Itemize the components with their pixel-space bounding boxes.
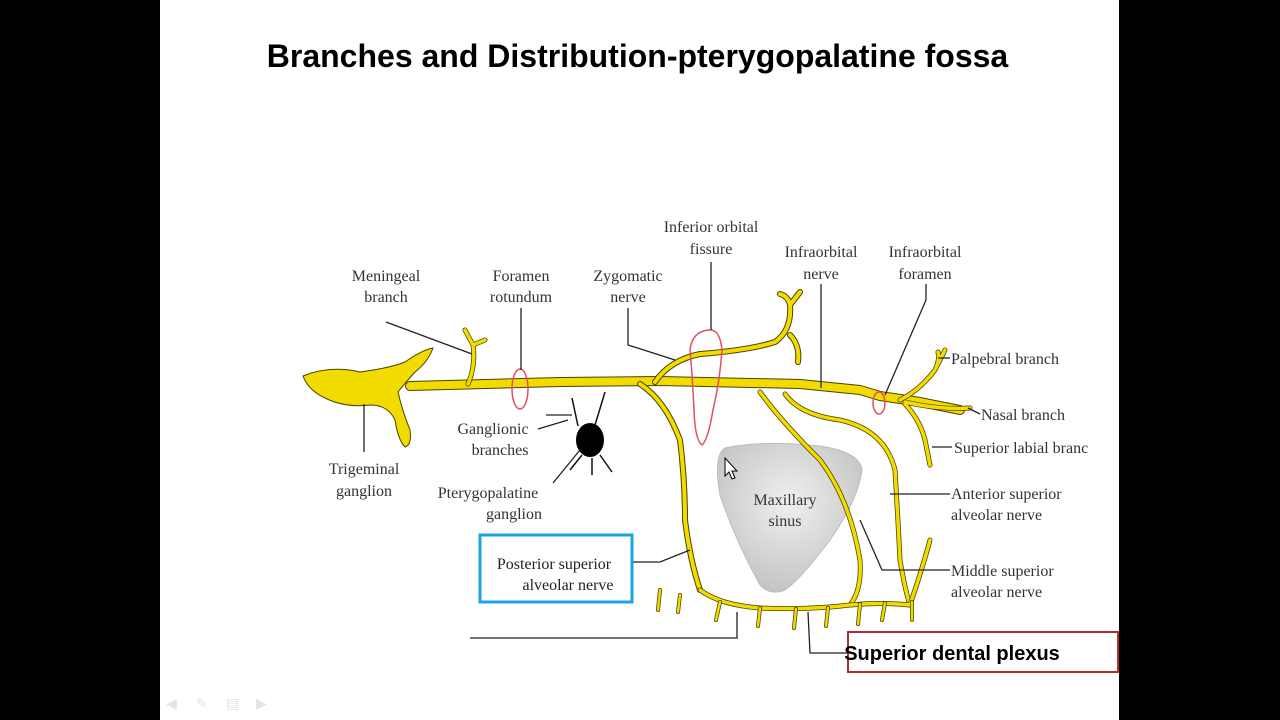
label-zygomatic-nerve-2: nerve bbox=[610, 289, 646, 306]
slide-title: Branches and Distribution-pterygopalatin… bbox=[266, 38, 1009, 74]
slide-navigation: ◀ ✎ ▤ ▶ bbox=[166, 696, 274, 710]
label-anterior-superior-alveolar-2: alveolar nerve bbox=[951, 507, 1042, 524]
label-foramen-rotundum-2: rotundum bbox=[490, 289, 553, 306]
label-inferior-orbital-fissure-2: fissure bbox=[690, 241, 733, 258]
label-ganglionic-branches-2: branches bbox=[472, 442, 529, 459]
maxillary-sinus-shape bbox=[716, 442, 863, 593]
label-nasal-branch: Nasal branch bbox=[981, 407, 1065, 424]
label-pterygopalatine-ganglion-1: Pterygopalatine bbox=[438, 485, 538, 502]
nav-back-icon[interactable]: ◀ bbox=[166, 695, 177, 711]
label-meningeal-branch-1: Meningeal bbox=[352, 268, 421, 285]
label-ganglionic-branches-1: Ganglionic bbox=[457, 421, 528, 438]
label-foramen-rotundum-1: Foramen bbox=[493, 268, 550, 285]
label-posterior-superior-alveolar-1: Posterior superior bbox=[497, 556, 612, 573]
label-infraorbital-nerve-1: Infraorbital bbox=[785, 244, 858, 261]
nav-pen-icon[interactable]: ✎ bbox=[196, 695, 208, 711]
label-inferior-orbital-fissure-1: Inferior orbital bbox=[664, 219, 759, 236]
label-meningeal-branch-2: branch bbox=[364, 289, 408, 306]
label-pterygopalatine-ganglion-2: ganglion bbox=[486, 506, 542, 523]
label-trigeminal-ganglion-1: Trigeminal bbox=[329, 461, 400, 478]
mouse-cursor-icon bbox=[724, 456, 739, 480]
nerve-diagram: Meningeal branch Foramen rotundum Zygoma… bbox=[302, 219, 1119, 673]
label-middle-superior-alveolar-1: Middle superior bbox=[951, 563, 1054, 580]
label-infraorbital-foramen-1: Infraorbital bbox=[889, 244, 962, 261]
label-superior-labial-branch: Superior labial branc bbox=[954, 440, 1088, 457]
posterior-superior-alveolar-box: Posterior superior alveolar nerve bbox=[478, 533, 634, 604]
label-maxillary-sinus-2: sinus bbox=[769, 513, 802, 530]
label-middle-superior-alveolar-2: alveolar nerve bbox=[951, 584, 1042, 601]
label-posterior-superior-alveolar-2: alveolar nerve bbox=[522, 577, 613, 594]
nav-menu-icon[interactable]: ▤ bbox=[226, 695, 240, 711]
label-palpebral-branch: Palpebral branch bbox=[951, 351, 1059, 368]
nav-forward-icon[interactable]: ▶ bbox=[256, 695, 267, 711]
label-superior-dental-plexus: Superior dental plexus bbox=[844, 643, 1060, 665]
label-infraorbital-nerve-2: nerve bbox=[803, 266, 839, 283]
leader-lines bbox=[363, 262, 981, 654]
foramen-rotundum-outline bbox=[511, 368, 529, 410]
labels: Meningeal branch Foramen rotundum Zygoma… bbox=[329, 219, 1088, 601]
label-trigeminal-ganglion-2: ganglion bbox=[336, 483, 392, 500]
label-anterior-superior-alveolar-1: Anterior superior bbox=[951, 486, 1062, 503]
label-maxillary-sinus-1: Maxillary bbox=[753, 492, 816, 509]
infraorbital-foramen-outline bbox=[872, 391, 886, 415]
label-infraorbital-foramen-2: foramen bbox=[898, 266, 951, 283]
inferior-orbital-fissure-outline bbox=[689, 329, 723, 446]
superior-dental-plexus-box: Superior dental plexus bbox=[844, 631, 1119, 673]
label-zygomatic-nerve-1: Zygomatic bbox=[593, 268, 662, 285]
pterygopalatine-ganglion-shape bbox=[569, 391, 613, 475]
nerve-paths bbox=[302, 289, 973, 630]
slide: Branches and Distribution-pterygopalatin… bbox=[160, 0, 1119, 720]
